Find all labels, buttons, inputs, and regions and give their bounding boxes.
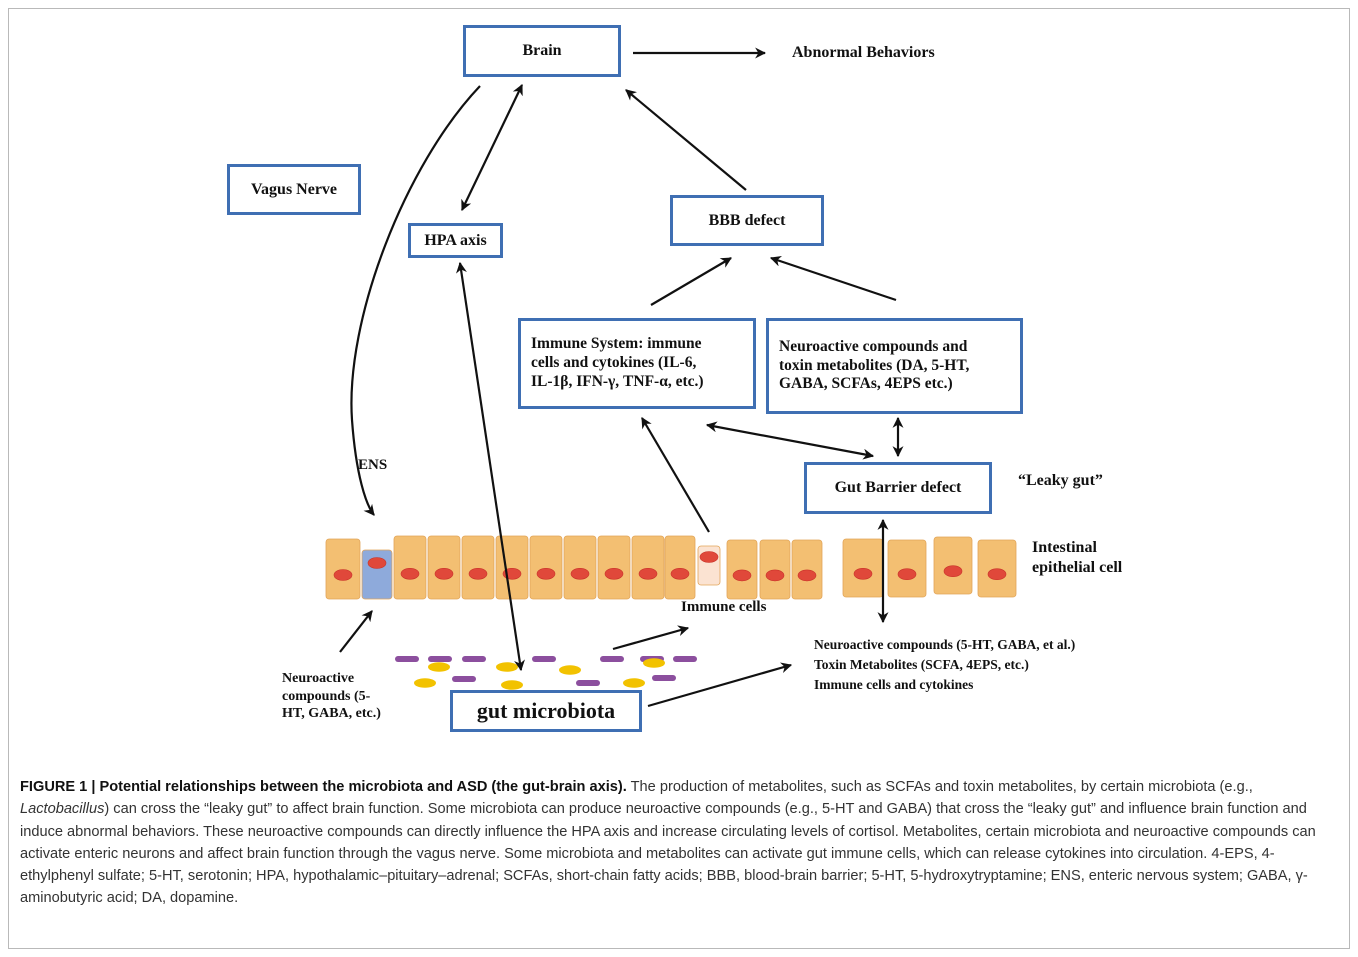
arrow-microbiota-to-compounds xyxy=(647,662,793,708)
immune-cells-cytokines-right-line-3: Immune cells and cytokines xyxy=(814,677,974,692)
epithelial-cell xyxy=(791,539,823,600)
gut-bacteria xyxy=(395,656,697,690)
arrow-hpa-microbiota xyxy=(456,261,525,672)
arrow-immune-to-bbb xyxy=(650,257,732,306)
arrow-compounds-to-ens xyxy=(339,610,373,653)
intestinal-epithelium xyxy=(325,535,1017,600)
bacterium-rod xyxy=(576,680,600,686)
vagus-nerve-box: Vagus Nerve xyxy=(227,164,361,215)
epithelial-cell xyxy=(393,535,427,600)
ens-label: ENS xyxy=(358,457,388,473)
brain-box: Brain xyxy=(463,25,621,77)
cell-nucleus xyxy=(765,569,785,582)
caption-text-1: The production of metabolites, such as S… xyxy=(626,779,1253,795)
cell-nucleus xyxy=(604,567,624,580)
cell-nucleus xyxy=(468,567,488,580)
figure-frame xyxy=(8,8,1350,949)
epithelial-cell xyxy=(631,535,665,600)
neuroactive-compounds-left-label: Neuroactive compounds (5- HT, GABA, etc.… xyxy=(282,671,381,721)
bbb-defect-label: BBB defect xyxy=(708,211,786,229)
caption-text-2: ) can cross the “leaky gut” to affect br… xyxy=(20,801,1316,907)
epithelial-cell xyxy=(726,539,758,600)
epithelial-cell xyxy=(325,538,361,600)
bacterium-rod xyxy=(652,675,676,681)
arrow-brain-ens-vagus xyxy=(350,85,481,516)
arrow-neuroactive-to-bbb xyxy=(769,255,897,302)
epithelial-cell xyxy=(563,535,597,600)
bacterium-rod xyxy=(395,656,419,662)
epithelial-cell xyxy=(529,535,563,600)
bacterium-rod xyxy=(600,656,624,662)
neuroactive-compounds-right-line-1: Neuroactive compounds (5-HT, GABA, et al… xyxy=(814,637,1076,652)
figure-caption: FIGURE 1 | Potential relationships betwe… xyxy=(20,776,1340,910)
gut-barrier-defect-box: Gut Barrier defect xyxy=(804,462,992,514)
cell-nucleus xyxy=(853,567,873,580)
immune-system-box: Immune System: immune cells and cytokine… xyxy=(518,318,756,409)
cell-nucleus xyxy=(987,568,1007,581)
bacterium-rod xyxy=(452,676,476,682)
cell-nucleus xyxy=(943,565,963,578)
cell-nucleus xyxy=(670,567,690,580)
neuroactive-toxin-label: Neuroactive compounds and toxin metaboli… xyxy=(779,337,970,393)
epithelial-cell xyxy=(597,535,631,600)
bacterium-oval xyxy=(414,678,436,688)
epithelial-cell xyxy=(664,535,696,600)
gut-brain-diagram xyxy=(325,47,1017,708)
bacterium-oval xyxy=(559,665,581,675)
bacterium-oval xyxy=(501,680,523,690)
cell-nucleus xyxy=(570,567,590,580)
cell-nucleus xyxy=(434,567,454,580)
arrow-immune-gut-barrier xyxy=(705,421,875,460)
cell-nucleus xyxy=(699,551,719,563)
hpa-axis-label: HPA axis xyxy=(424,231,487,249)
neuroactive-toxin-box: Neuroactive compounds and toxin metaboli… xyxy=(766,318,1023,414)
cell-nucleus xyxy=(638,567,658,580)
abnormal-behaviors-label: Abnormal Behaviors xyxy=(792,44,935,61)
bacterium-oval xyxy=(496,662,518,672)
cell-nucleus xyxy=(732,569,752,582)
bacterium-rod xyxy=(428,656,452,662)
arrow-immune-cells-to-immune-system xyxy=(641,417,710,533)
bbb-defect-box: BBB defect xyxy=(670,195,824,246)
hpa-axis-box: HPA axis xyxy=(408,223,503,258)
brain-label: Brain xyxy=(522,42,562,60)
cell-nucleus xyxy=(797,569,817,582)
caption-title: FIGURE 1 | Potential relationships betwe… xyxy=(20,779,627,795)
immune-system-label: Immune System: immune cells and cytokine… xyxy=(531,335,704,390)
cell-nucleus xyxy=(367,557,387,569)
bacterium-oval xyxy=(623,678,645,688)
arrow-brain-hpa xyxy=(461,84,523,211)
leaky-gut-label: “Leaky gut” xyxy=(1018,472,1103,489)
caption-italic-genus: Lactobacillus xyxy=(20,801,105,818)
gut-barrier-defect-label: Gut Barrier defect xyxy=(834,479,962,497)
arrow-microbiota-to-immune-cells xyxy=(612,625,690,651)
gut-microbiota-label: gut microbiota xyxy=(476,697,616,723)
intestinal-epithelial-cell-label: Intestinal epithelial cell xyxy=(1032,539,1123,576)
bacterium-oval xyxy=(428,662,450,672)
cell-nucleus xyxy=(400,567,420,580)
arrows xyxy=(339,47,904,708)
epithelial-cell xyxy=(495,535,529,600)
bacterium-rod xyxy=(673,656,697,662)
cell-nucleus xyxy=(897,568,917,581)
immune-cells-label: Immune cells xyxy=(681,599,767,615)
epithelial-cell xyxy=(427,535,461,600)
cell-nucleus xyxy=(333,569,353,581)
epithelial-cell xyxy=(461,535,495,600)
vagus-nerve-label: Vagus Nerve xyxy=(250,180,338,198)
cell-nucleus xyxy=(536,567,556,580)
gut-microbiota-box: gut microbiota xyxy=(450,690,642,732)
bacterium-rod xyxy=(532,656,556,662)
toxin-metabolites-right-line-2: Toxin Metabolites (SCFA, 4EPS, etc.) xyxy=(814,657,1029,672)
bacterium-oval xyxy=(643,658,665,668)
arrow-bbb-to-brain xyxy=(625,89,747,191)
epithelial-cell xyxy=(759,539,791,600)
bacterium-rod xyxy=(462,656,486,662)
